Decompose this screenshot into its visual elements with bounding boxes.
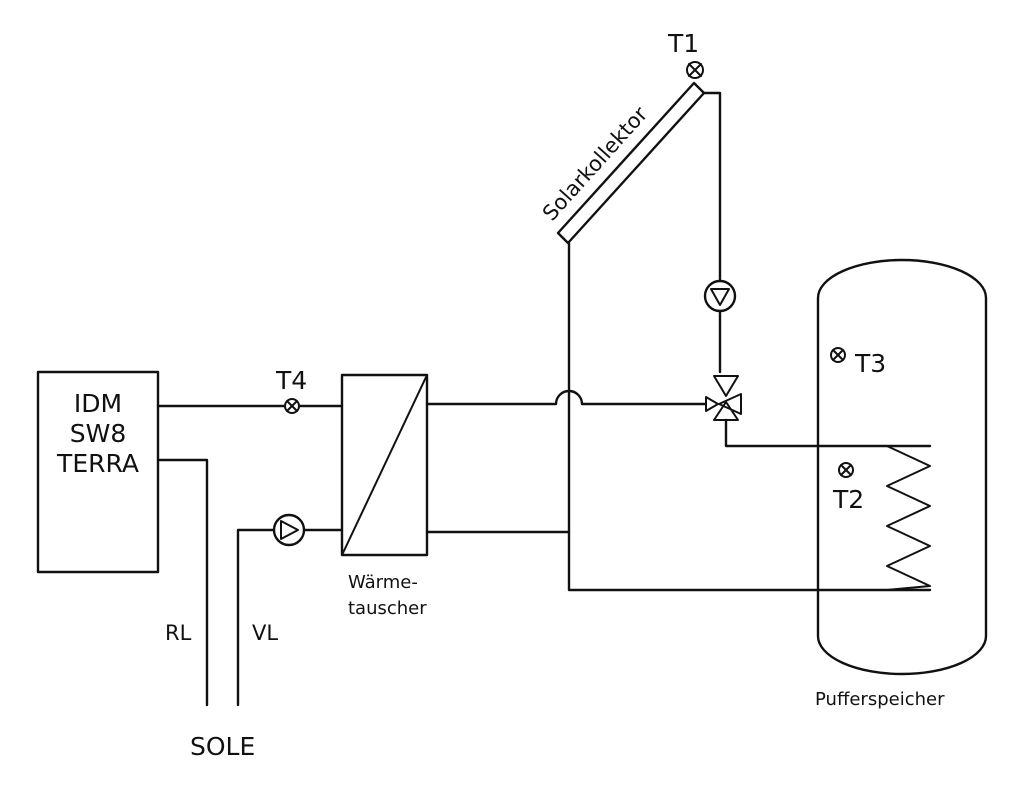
heat-pump-label-line1: IDM bbox=[74, 389, 122, 418]
heat-pump-label-line3: TERRA bbox=[56, 449, 139, 478]
t1-label: T1 bbox=[667, 29, 699, 58]
heat-exchanger-label-line2: tauscher bbox=[348, 598, 427, 619]
lower-circulation-pump-icon bbox=[272, 513, 306, 547]
rl-label: RL bbox=[165, 621, 192, 645]
valve-to-coil-pipe bbox=[724, 418, 932, 448]
valve-direction-arrow-icon bbox=[705, 396, 719, 412]
heat-exchanger-label-line1: Wärme- bbox=[348, 572, 418, 593]
three-way-valve-icon bbox=[713, 375, 742, 421]
t2-sensor-icon bbox=[838, 462, 854, 478]
buffer-storage-tank bbox=[816, 258, 988, 676]
solar-collector-label: Solarkollektor bbox=[538, 102, 653, 226]
sole-label: SOLE bbox=[190, 732, 255, 761]
heating-coil bbox=[886, 445, 931, 591]
t4-label: T4 bbox=[275, 366, 307, 395]
t3-sensor-icon bbox=[830, 347, 846, 363]
t2-label: T2 bbox=[832, 485, 864, 514]
brine-return-pipe bbox=[156, 458, 209, 707]
t4-sensor-icon bbox=[284, 398, 300, 414]
t3-label: T3 bbox=[854, 349, 886, 378]
vl-label: VL bbox=[252, 621, 278, 645]
collector-supply-pipe bbox=[702, 91, 722, 282]
heat-pump-label-line2: SW8 bbox=[70, 419, 127, 448]
t1-sensor-icon bbox=[686, 61, 704, 79]
collector-return-pipe bbox=[567, 241, 932, 592]
buffer-storage-label: Pufferspeicher bbox=[815, 689, 945, 710]
exchanger-to-valve-pipe bbox=[425, 389, 708, 406]
solar-circulation-pump-icon bbox=[703, 279, 737, 313]
brine-flow-pipe bbox=[236, 528, 276, 707]
heat-pump-unit: IDM SW8 TERRA bbox=[36, 370, 160, 574]
heat-exchanger bbox=[340, 373, 429, 557]
